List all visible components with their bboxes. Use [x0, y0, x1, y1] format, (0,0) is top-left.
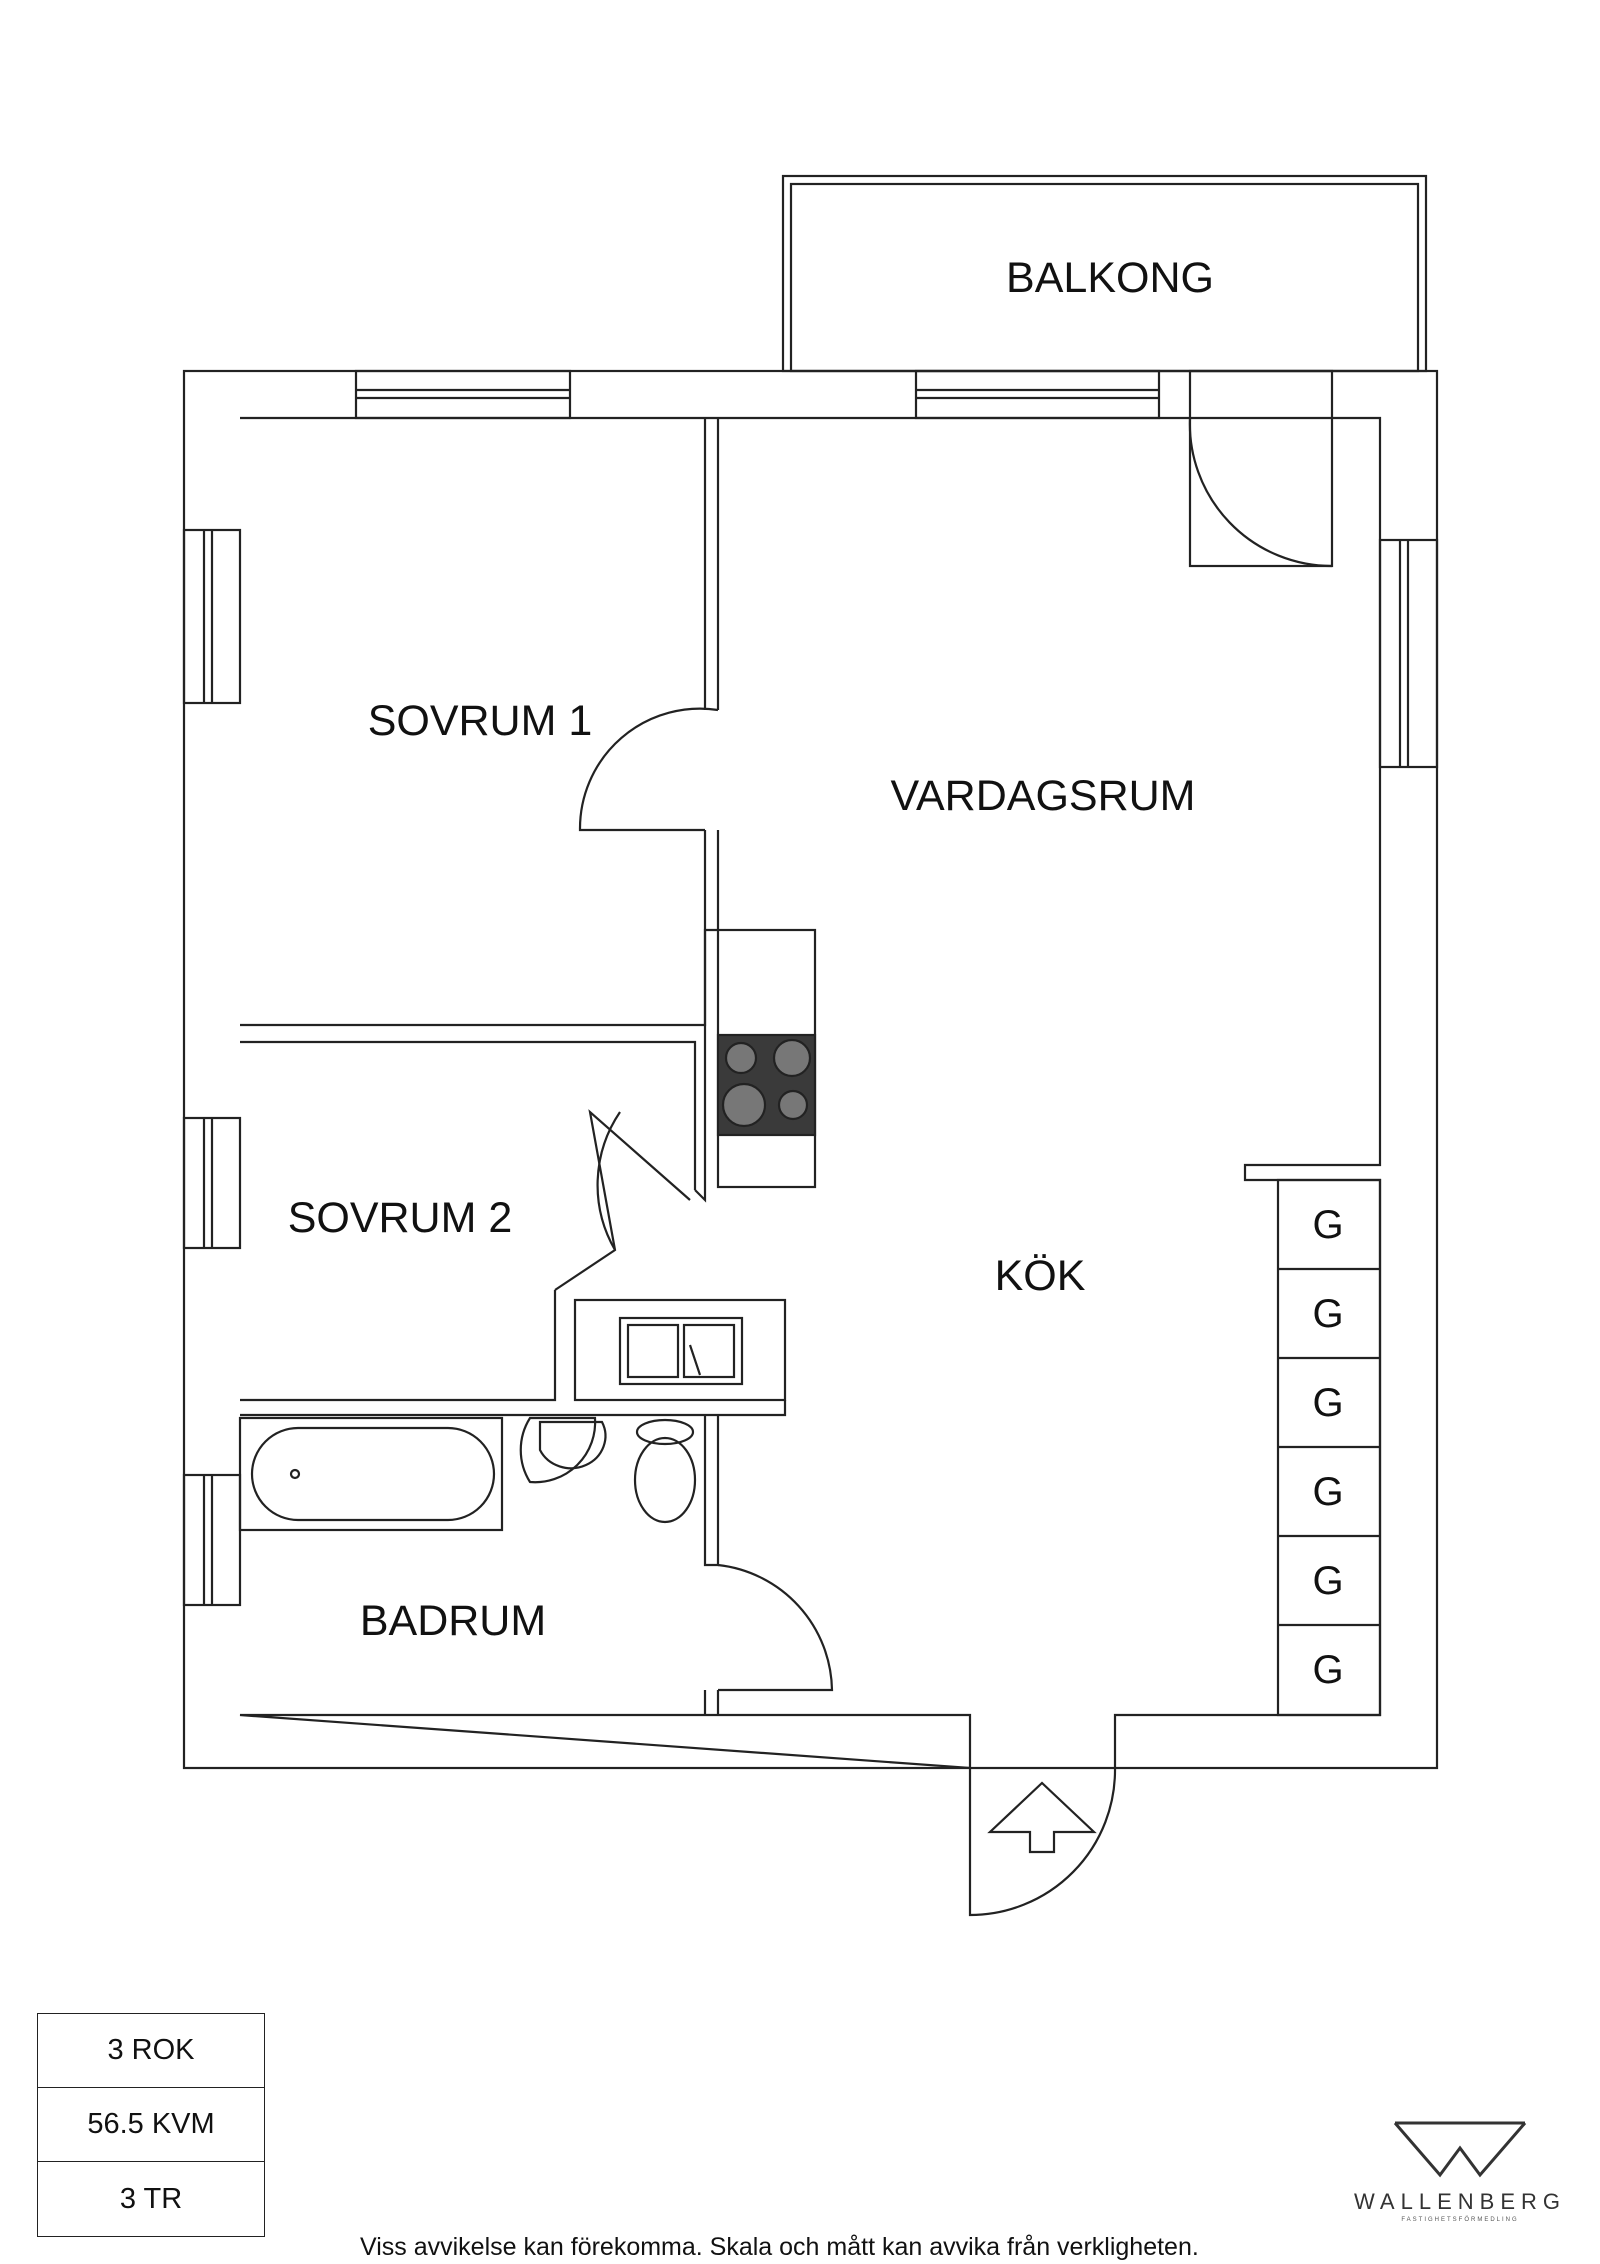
balcony-door-swing: [1188, 417, 1333, 568]
washbasin: [519, 1416, 597, 1484]
bedroom2-door: [554, 1109, 691, 1291]
entrance-arrow-icon: [987, 1781, 1097, 1854]
bedroom2-wall: [240, 1040, 697, 1402]
room-label-sovrum1: SOVRUM 1: [368, 697, 593, 745]
cabinet-label: G: [1312, 1470, 1343, 1514]
room-label-balkong: BALKONG: [1006, 254, 1214, 302]
info-box: 3 ROK 56.5 KVM 3 TR: [37, 2013, 265, 2237]
toilet: [633, 1436, 697, 1524]
company-logo: WALLENBERG FASTIGHETSFÖRMEDLING: [1340, 2118, 1580, 2258]
bathroom-door-swing: [717, 1563, 834, 1692]
room-label-sovrum2: SOVRUM 2: [288, 1194, 513, 1242]
cabinet-label: G: [1312, 1648, 1343, 1692]
window-top-right: [914, 369, 1161, 420]
cabinet-label: G: [1312, 1559, 1343, 1603]
entrance-door-swing: [968, 1767, 1117, 1917]
cabinet-label: G: [1312, 1203, 1343, 1247]
window-top-left: [354, 369, 572, 420]
bedroom1-door-swing: [578, 707, 719, 832]
disclaimer: Viss avvikelse kan förekomma. Skala och …: [360, 2233, 1199, 2261]
bedroom2-door-swing: [596, 1111, 621, 1251]
kitchen-counter-lower: [573, 1298, 787, 1402]
logo-name: WALLENBERG: [1353, 2189, 1566, 2214]
balcony-door-leaf: [1188, 369, 1334, 568]
outer-wall: [182, 369, 1439, 1770]
room-label-vardagsrum: VARDAGSRUM: [890, 772, 1195, 820]
kitchen-sink: [618, 1316, 744, 1386]
cabinet-label: G: [1312, 1292, 1343, 1336]
cabinet-label: G: [1312, 1381, 1343, 1425]
bathtub: [238, 1416, 504, 1532]
info-rooms: 3 ROK: [38, 2014, 264, 2088]
room-label-badrum: BADRUM: [360, 1597, 546, 1645]
info-area: 56.5 KVM: [38, 2088, 264, 2162]
logo-subtitle: FASTIGHETSFÖRMEDLING: [1401, 2217, 1519, 2223]
logo-w-icon: [1393, 2121, 1527, 2178]
info-floor: 3 TR: [119, 2182, 183, 2215]
room-label-kok: KÖK: [995, 1252, 1086, 1300]
bathroom-wall-lower: [703, 1690, 720, 1715]
bathroom-wall: [240, 1400, 787, 1567]
